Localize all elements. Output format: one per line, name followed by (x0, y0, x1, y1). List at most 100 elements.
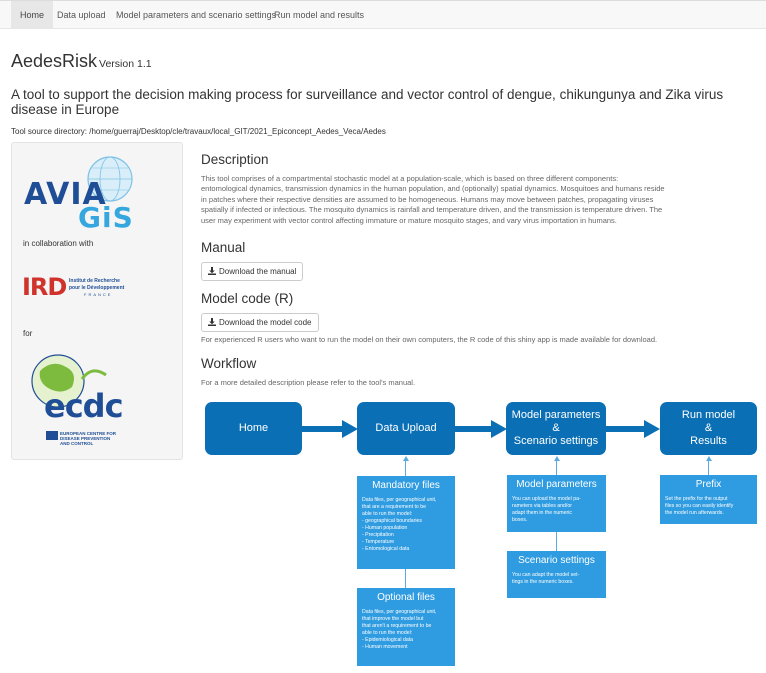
card-optional-files: Optional files Data files, per geographi… (357, 588, 455, 666)
connector-line (556, 460, 557, 475)
card-line: - Entomological data (362, 546, 410, 552)
card-line: rameters via tables and/or (512, 503, 572, 509)
card-text: Data files, per geographical unit, that … (357, 609, 455, 651)
workflow-step-label: & (552, 422, 560, 434)
card-line: Data files, per geographical unit, (362, 497, 437, 503)
gis-logo-text: GiS (78, 201, 134, 234)
ecdc-logo: ecdc EUROPEAN CENTRE FOR DISEASE PREVENT… (22, 351, 152, 451)
card-line: - Precipitation (362, 532, 394, 538)
card-line: able to run the model: (362, 511, 413, 517)
avia-logo-text: AVIA (24, 177, 107, 212)
download-icon (208, 318, 216, 326)
tab-home[interactable]: Home (11, 1, 54, 29)
navbar: Home Data upload Model parameters and sc… (0, 0, 766, 29)
card-prefix: Prefix Set the prefix for the output fil… (660, 475, 757, 524)
card-scenario-settings: Scenario settings You can adapt the mode… (507, 551, 606, 598)
card-line: - Human movement (362, 644, 408, 650)
avia-gis-globe-icon (87, 156, 133, 202)
workflow-step-home: Home (205, 402, 302, 455)
source-directory: Tool source directory: /home/guerraj/Des… (11, 127, 386, 136)
card-line: You can adapt the model set- (512, 572, 580, 578)
connector-line (556, 532, 557, 551)
card-line: the model run afterwards. (665, 510, 724, 516)
card-title: Optional files (377, 592, 435, 603)
card-line: tings in the numeric boxes. (512, 579, 574, 585)
download-model-code-button[interactable]: Download the model code (201, 313, 319, 332)
card-text: You can upload the model pa- rameters vi… (507, 496, 606, 524)
card-line: that aren't a requirement to be (362, 623, 432, 629)
connector-arrowhead (403, 456, 409, 461)
ird-line3: FRANCE (84, 292, 113, 297)
card-line: able to run the model: (362, 630, 413, 636)
card-line: You can upload the model pa- (512, 496, 581, 502)
app-name: AedesRisk (11, 51, 98, 71)
card-model-parameters: Model parameters You can upload the mode… (507, 475, 606, 532)
card-title: Mandatory files (372, 480, 440, 491)
arrow-right-icon (606, 420, 660, 438)
workflow-step-label: Model parameters (511, 409, 601, 421)
workflow-step-label: Scenario settings (513, 435, 599, 447)
model-code-heading: Model code (R) (201, 291, 294, 306)
workflow-heading: Workflow (201, 356, 257, 371)
workflow-step-data-upload: Data Upload (357, 402, 455, 455)
ird-logo: IRD Institut de Recherche pour le Dévelo… (22, 273, 142, 303)
description-line: entomological dynamics, transmission dyn… (201, 184, 665, 194)
collab-label: in collaboration with (23, 239, 94, 248)
tab-model-parameters[interactable]: Model parameters and scenario settings (116, 10, 277, 20)
description-line: user may experiment with vector control … (201, 215, 617, 225)
download-model-code-label: Download the model code (219, 318, 312, 327)
ecdc-line3: AND CONTROL (60, 441, 94, 446)
avia-gis-logo: AVIA GiS (22, 151, 138, 234)
card-line: - Human population (362, 525, 408, 531)
workflow-step-model-params: Model parameters & Scenario settings (506, 402, 606, 455)
download-manual-label: Download the manual (219, 267, 297, 276)
ecdc-line2: DISEASE PREVENTION (60, 436, 111, 441)
card-text: Data files, per geographical unit, that … (357, 497, 455, 553)
eu-flag-icon (46, 431, 58, 440)
workflow-step-label: Data Upload (375, 422, 437, 434)
connector-line (405, 569, 406, 588)
ird-line1: Institut de Recherche (69, 278, 120, 284)
card-text: You can adapt the model set- tings in th… (507, 572, 606, 586)
tab-data-upload[interactable]: Data upload (57, 10, 106, 20)
workflow-step-run-model: Run model & Results (660, 402, 757, 455)
card-line: Data files, per geographical unit, (362, 609, 437, 615)
card-line: that improve the model but (362, 616, 424, 622)
card-line: - Epidemiological data (362, 637, 414, 643)
download-manual-button[interactable]: Download the manual (201, 262, 304, 281)
card-text: Set the prefix for the output files so y… (660, 496, 757, 517)
card-mandatory-files: Mandatory files Data files, per geograph… (357, 476, 455, 569)
for-label: for (23, 329, 33, 338)
download-icon (208, 267, 216, 275)
manual-heading: Manual (201, 240, 246, 255)
card-line: - geographical boundaries (362, 518, 422, 524)
card-title: Model parameters (516, 479, 597, 490)
arrow-right-icon (302, 420, 358, 438)
connector-arrowhead (554, 456, 560, 461)
card-line: boxes. (512, 517, 528, 523)
ecdc-mark: ecdc (44, 387, 124, 425)
tagline: A tool to support the decision making pr… (11, 87, 724, 117)
model-code-note: For experienced R users who want to run … (201, 335, 658, 344)
card-title: Prefix (695, 479, 722, 490)
card-line: adapt them in the numeric (512, 510, 572, 516)
card-line: Set the prefix for the output (665, 496, 728, 502)
tab-run-model[interactable]: Run model and results (274, 10, 365, 20)
workflow-step-label: & (704, 422, 713, 434)
workflow-note: For a more detailed description please r… (201, 378, 416, 387)
description-heading: Description (201, 152, 269, 167)
description-line: This tool comprises of a compartmental s… (201, 174, 619, 183)
connector-line (708, 460, 709, 475)
card-title: Scenario settings (518, 555, 595, 566)
sidebar-panel: AVIA GiS in collaboration with IRD Insti… (11, 142, 183, 460)
ecdc-globe-icon (31, 354, 107, 408)
card-line: that are a requirement to be (362, 504, 427, 510)
workflow-step-label: Results (690, 435, 727, 447)
arrow-right-icon (455, 420, 507, 438)
description-text: This tool comprises of a compartmental s… (201, 174, 701, 226)
card-line: - Temperature (362, 539, 395, 545)
description-line: in patches where their respective densit… (201, 194, 654, 204)
description-line: spatially if infected or infectious. The… (201, 205, 663, 215)
workflow-step-label: Home (238, 422, 269, 434)
